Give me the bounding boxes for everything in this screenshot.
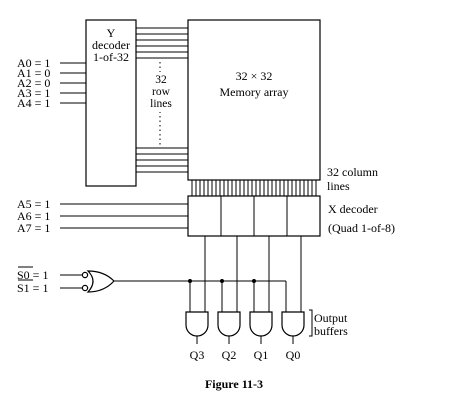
output-buffers-label-2: buffers bbox=[314, 324, 348, 338]
y-decoder-label-2: decoder bbox=[92, 38, 130, 52]
input-a3: A3 = 1 bbox=[17, 86, 50, 100]
input-a5: A5 = 1 bbox=[17, 197, 50, 211]
input-a1: A1 = 0 bbox=[17, 66, 50, 80]
row-lines-label-3: lines bbox=[150, 98, 172, 110]
column-lines-label-1: 32 column bbox=[327, 165, 378, 179]
y-decoder-label-1: Y bbox=[107, 26, 116, 40]
memory-array-block bbox=[187, 19, 321, 181]
output-buffers-label-1: Output bbox=[314, 311, 348, 325]
figure-caption: Figure 11-3 bbox=[205, 377, 263, 391]
x-decoder-label-1: X decoder bbox=[328, 202, 378, 216]
output-q1: Q1 bbox=[254, 348, 269, 362]
y-address-lines bbox=[60, 62, 86, 104]
enable-bus bbox=[114, 280, 287, 312]
buffer-output-lines bbox=[196, 336, 294, 344]
input-a6: A6 = 1 bbox=[17, 209, 50, 223]
memory-array-label-2: Memory array bbox=[220, 85, 289, 99]
row-lines-label-2: row bbox=[152, 86, 171, 98]
input-a0: A0 = 1 bbox=[17, 56, 50, 70]
column-lines-label-2: lines bbox=[327, 179, 350, 193]
x-decoder-dividers bbox=[220, 196, 288, 236]
output-q2: Q2 bbox=[222, 348, 237, 362]
memory-array-label-1: 32 × 32 bbox=[236, 69, 273, 83]
output-q3: Q3 bbox=[190, 348, 205, 362]
input-s0: S0 = 1 bbox=[17, 268, 48, 282]
input-a7: A7 = 1 bbox=[17, 221, 50, 235]
select-gate bbox=[81, 270, 115, 293]
y-decoder-label-3: 1-of-32 bbox=[93, 50, 129, 64]
column-lines bbox=[191, 180, 317, 196]
y-decoder-block bbox=[85, 19, 137, 187]
input-s1: S1 = 1 bbox=[17, 281, 48, 295]
output-buffers-bracket bbox=[309, 309, 313, 337]
row-lines-label-1: 32 bbox=[155, 74, 167, 86]
output-q0: Q0 bbox=[286, 348, 301, 362]
input-a4: A4 = 1 bbox=[17, 96, 50, 110]
x-address-lines bbox=[60, 203, 188, 229]
input-a2: A2 = 0 bbox=[17, 76, 50, 90]
decoder-output-lines bbox=[204, 236, 302, 312]
row-lines bbox=[136, 27, 188, 173]
x-decoder-label-2: (Quad 1-of-8) bbox=[328, 221, 395, 235]
enable-bus-junctions bbox=[188, 279, 256, 283]
output-buffers bbox=[185, 311, 305, 337]
